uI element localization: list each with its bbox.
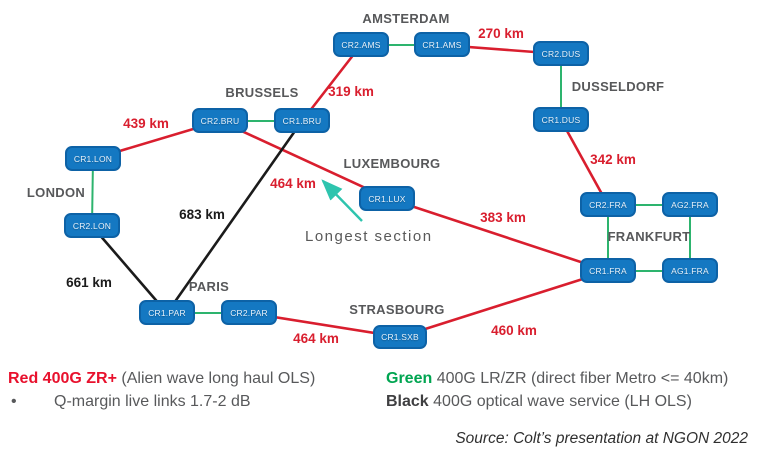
legend-black-term: Black [386,393,429,410]
node-cr1-bru: CR1.BRU [274,108,330,133]
city-label-frankfurt: FRANKFURT [607,229,691,244]
legend-red-bullet-line: • Q-margin live links 1.7-2 dB [8,390,315,413]
node-cr1-fra: CR1.FRA [580,258,636,283]
node-cr1-sxb: CR1.SXB [373,325,427,349]
distance-label: 270 km [478,26,524,41]
distance-label: 464 km [270,176,316,191]
legend-green-desc: 400G LR/ZR (direct fiber Metro <= 40km) [432,370,729,387]
node-cr2-ams: CR2.AMS [333,32,389,57]
legend-green-term: Green [386,370,433,387]
distance-label: 319 km [328,84,374,99]
link-red [218,119,389,200]
legend-red-line: Red 400G ZR+ (Alien wave long haul OLS) [8,367,315,390]
city-label-strasbourg: STRASBOURG [349,302,445,317]
legend-red-block: Red 400G ZR+ (Alien wave long haul OLS) … [8,367,315,413]
legend-green-black-block: Green 400G LR/ZR (direct fiber Metro <= … [386,367,728,413]
node-cr1-lux: CR1.LUX [359,186,415,211]
city-label-brussels: BRUSSELS [225,85,299,100]
node-cr1-lon: CR1.LON [65,146,121,171]
legend-green-line: Green 400G LR/ZR (direct fiber Metro <= … [386,367,728,390]
legend-red-bullet-text: Q-margin live links 1.7-2 dB [54,393,251,410]
city-label-dusseldorf: DUSSELDORF [571,79,665,94]
node-ag1-fra: AG1.FRA [662,258,718,283]
distance-label: 683 km [179,207,225,222]
node-cr1-par: CR1.PAR [139,300,195,325]
distance-label: 439 km [123,116,169,131]
longest-section-arrow [321,179,363,222]
node-cr2-bru: CR2.BRU [192,108,248,133]
distance-label: 464 km [293,331,339,346]
node-cr1-dus: CR1.DUS [533,107,589,132]
node-cr2-lon: CR2.LON [64,213,120,238]
longest-section-annotation: Longest section [305,228,433,245]
source-attribution: Source: Colt’s presentation at NGON 2022 [455,430,748,447]
bullet-icon: • [11,393,17,410]
city-label-london: LONDON [26,185,86,200]
link-red [398,269,610,339]
legend-black-line: Black 400G optical wave service (LH OLS) [386,390,728,413]
city-label-amsterdam: AMSTERDAM [362,11,450,26]
legend-red-term: Red 400G ZR+ [8,370,117,387]
node-cr2-fra: CR2.FRA [580,192,636,217]
legend-black-desc: 400G optical wave service (LH OLS) [428,393,692,410]
node-cr1-ams: CR1.AMS [414,32,470,57]
distance-label: 460 km [491,323,537,338]
link-red [385,196,610,273]
city-label-paris: PARIS [188,279,230,294]
link-black [165,119,304,315]
node-ag2-fra: AG2.FRA [662,192,718,217]
node-cr2-par: CR2.PAR [221,300,277,325]
distance-label: 661 km [66,275,112,290]
distance-label: 342 km [590,152,636,167]
node-cr2-dus: CR2.DUS [533,41,589,66]
link-black [90,224,169,315]
link-red [559,118,610,207]
city-label-luxembourg: LUXEMBOURG [343,156,441,171]
legend-red-desc: (Alien wave long haul OLS) [116,370,316,387]
distance-label: 383 km [480,210,526,225]
